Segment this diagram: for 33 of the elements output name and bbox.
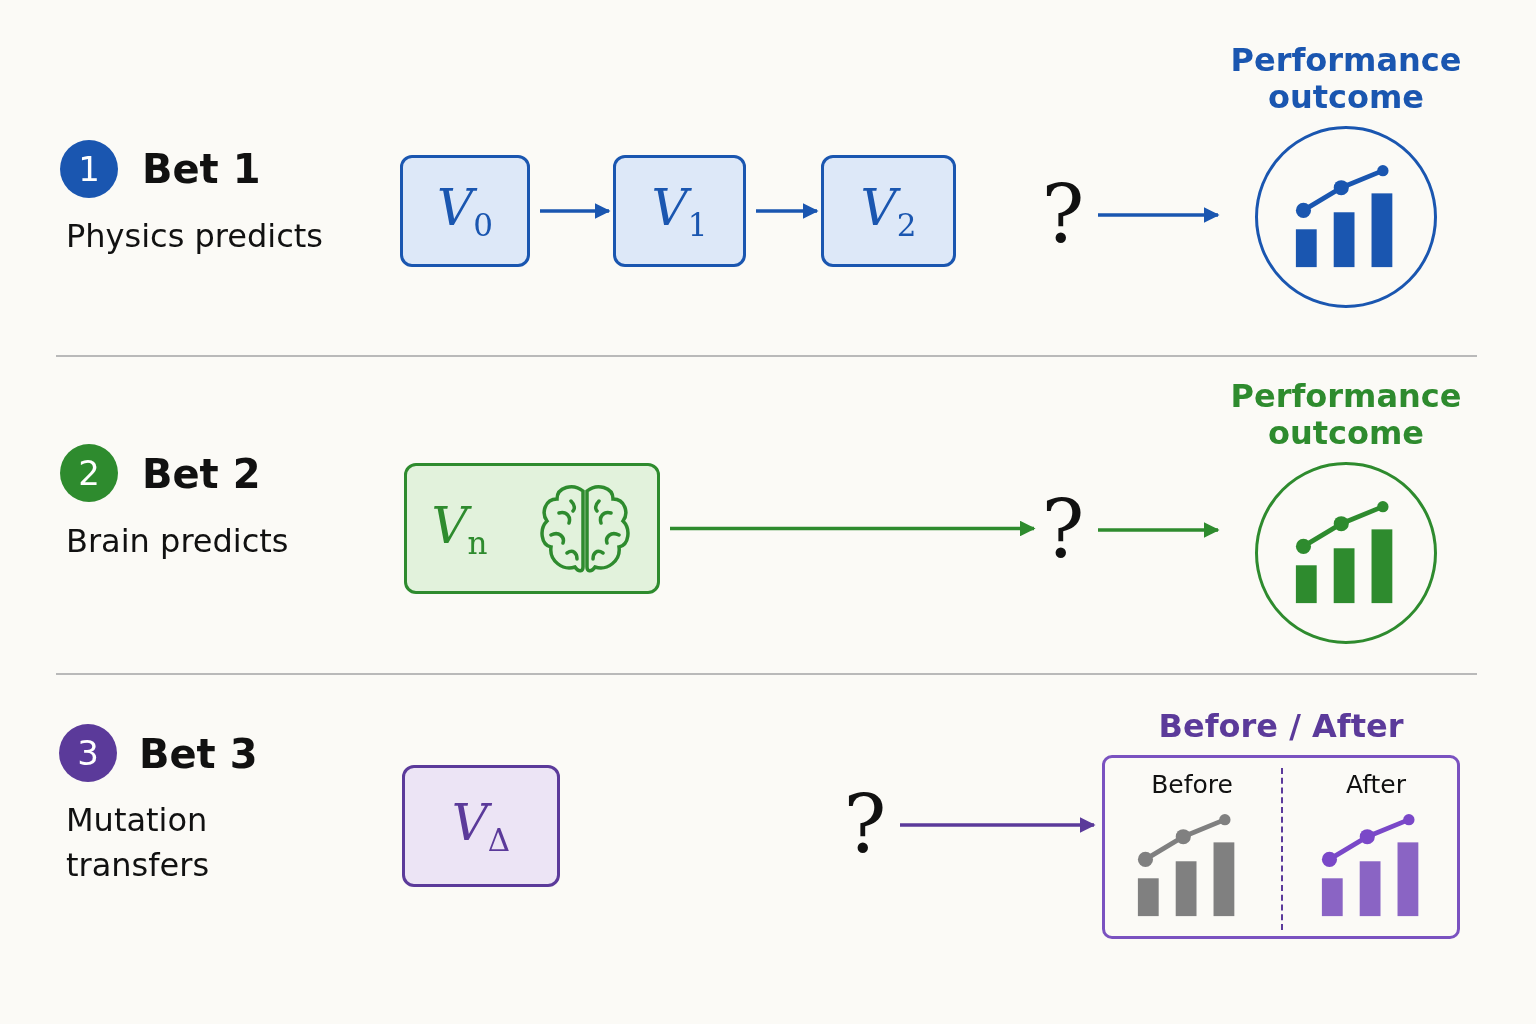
outcome-heading: Performance outcome — [1229, 42, 1463, 116]
panel-label: Before — [1150, 769, 1234, 799]
number-badge: 3 — [59, 724, 117, 782]
bet-title: Bet 1 — [142, 146, 261, 192]
arrow — [1098, 207, 1220, 223]
bet-description: Mutation transfers — [66, 800, 211, 887]
variable-box — [613, 155, 746, 267]
arrow — [670, 520, 1036, 537]
arrow — [900, 817, 1096, 833]
bet-description: Brain predicts — [66, 521, 290, 562]
comparison-heading: Before / After — [1157, 708, 1405, 745]
outcome-heading: Performance outcome — [1229, 378, 1463, 452]
variable-label: V$_{Δ}$ — [451, 794, 511, 858]
variable-label: V$_{1}$ — [651, 179, 708, 243]
variable-box — [404, 463, 660, 594]
question-mark: ? — [843, 785, 887, 865]
number-badge: 1 — [60, 140, 118, 198]
panel-label: After — [1344, 769, 1407, 799]
question-mark: ? — [1041, 175, 1085, 255]
variable-label: V$_{n}$ — [431, 496, 488, 561]
arrow — [756, 203, 819, 219]
variable-box — [821, 155, 956, 267]
variable-label: V$_{2}$ — [860, 179, 917, 243]
variable-box — [400, 155, 530, 267]
question-mark: ? — [1041, 490, 1085, 570]
bet-title: Bet 3 — [139, 731, 258, 777]
bet-title: Bet 2 — [142, 451, 261, 497]
bet-description: Physics predicts — [66, 216, 324, 257]
arrow — [1098, 522, 1220, 538]
variable-label: V$_{0}$ — [437, 179, 493, 243]
number-badge: 2 — [60, 444, 118, 502]
arrow — [540, 203, 611, 219]
variable-box — [402, 765, 560, 887]
